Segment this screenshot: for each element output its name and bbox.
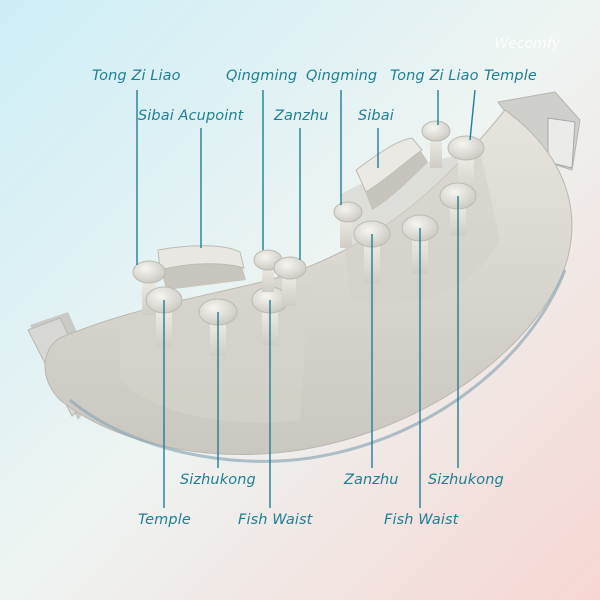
label-temple-bottom: Temple [138,512,191,528]
label-tong-zi-liao-right: Tong Zi Liao [390,68,479,84]
label-qingming-left: Qingming [226,68,298,84]
label-sizhukong-left: Sizhukong [180,472,256,488]
leader-lines [136,89,476,508]
right-strap [497,91,581,171]
label-sibai-acupoint: Sibai Acupoint [138,108,244,124]
label-temple-top: Temple [484,68,537,84]
label-fish-waist-left: Fish Waist [238,512,313,528]
label-zanzhu-bottom: Zanzhu [344,472,399,488]
label-qingming-right: Qingming [306,68,378,84]
label-fish-waist-right: Fish Waist [384,512,459,528]
label-sizhukong-right: Sizhukong [428,472,504,488]
label-tong-zi-liao-left: Tong Zi Liao [92,68,181,84]
label-zanzhu-top: Zanzhu [274,108,329,124]
brand-watermark: Wecomfy [494,36,560,52]
label-sibai: Sibai [358,108,394,124]
sibai-pad-left [157,245,246,290]
